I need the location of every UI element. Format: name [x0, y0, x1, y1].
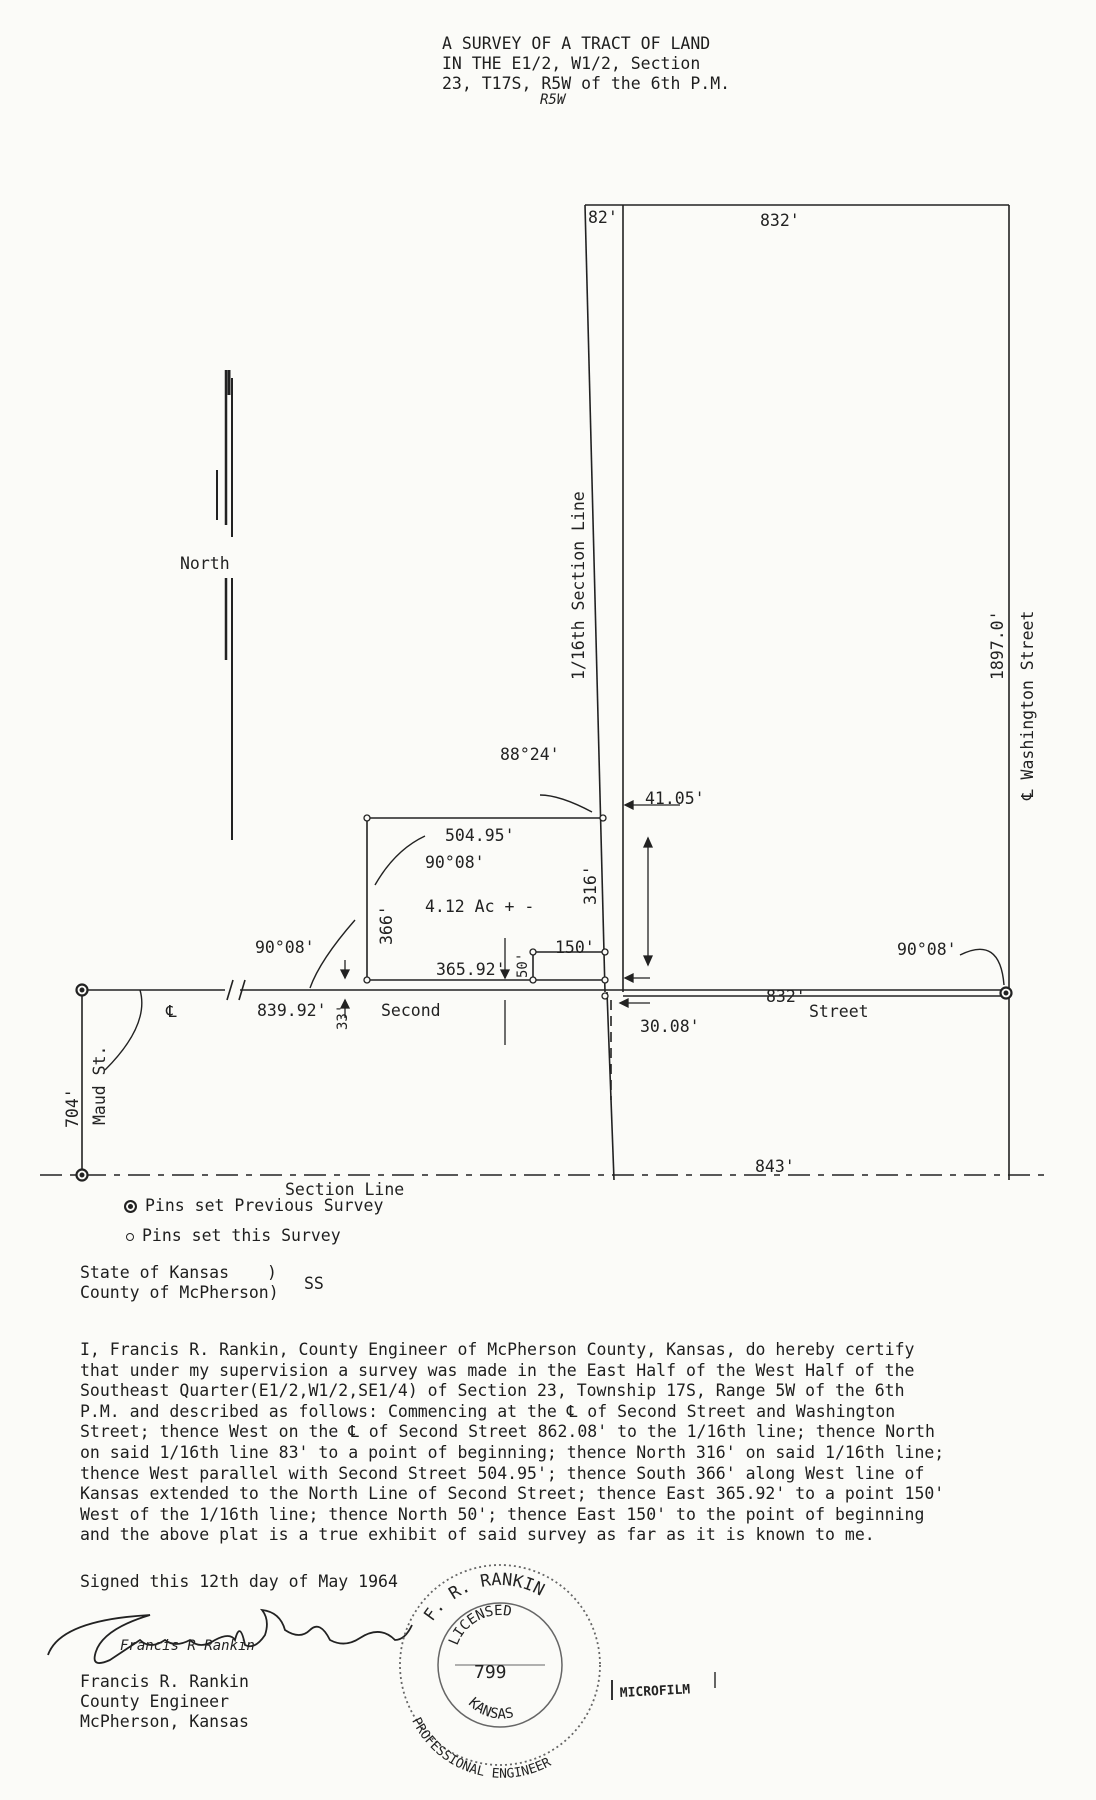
sixteenth-section-line [584, 204, 615, 1181]
dim-365-92: 365.92' [436, 960, 506, 979]
engineer-seal [399, 1564, 601, 1766]
angle-90-08-inner: 90°08' [425, 853, 485, 872]
maud-street-label: Maud St. [90, 1046, 109, 1125]
certificate-line: Street; thence West on the ℄ of Second S… [80, 1422, 935, 1442]
seal-profession: PROFESSIONAL ENGINEER [408, 1715, 553, 1782]
signatory-location: McPherson, Kansas [80, 1712, 249, 1731]
signed-date: Signed this 12th day of May 1964 [80, 1572, 398, 1591]
certificate-text: I, Francis R. Rankin, County Engineer of… [80, 1340, 1040, 1546]
angle-90-08-left: 90°08' [255, 938, 315, 957]
certificate-line: and the above plat is a true exhibit of … [80, 1525, 875, 1545]
microfilm-label: MICROFILM [619, 1682, 690, 1701]
dim-832-top: 832' [760, 211, 800, 230]
survey-pins [363, 814, 609, 1000]
dim-839-92: 839.92' [257, 1001, 327, 1020]
legend-this: Pins set this Survey [124, 1226, 341, 1245]
dim-316: 316' [581, 865, 600, 905]
certificate-line: Southeast Quarter(E1/2,W1/2,SE1/4) of Se… [80, 1381, 905, 1401]
angle-88-24: 88°24' [500, 745, 560, 764]
certificate-line: I, Francis R. Rankin, County Engineer of… [80, 1340, 915, 1359]
signature [47, 1608, 413, 1664]
seal-number: 799 [474, 1662, 507, 1683]
title-line-3: 23, T17S, R5W of the 6th P.M. [442, 74, 731, 93]
dim-50: 50' [515, 953, 531, 978]
certificate-line: thence West parallel with Second Street … [80, 1463, 925, 1483]
dim-843: 843' [755, 1157, 795, 1176]
dim-504-95: 504.95' [445, 826, 515, 845]
signature-text: Francis R Rankin [120, 1638, 255, 1654]
survey-title: A SURVEY OF A TRACT OF LAND IN THE E1/2,… [442, 34, 730, 94]
legend-previous: Pins set Previous Survey [124, 1196, 383, 1215]
dim-41-05: 41.05' [645, 789, 705, 808]
certificate-line: that under my supervision a survey was m… [80, 1360, 915, 1380]
seal-licensed: LICENSED [446, 1603, 513, 1648]
signatory-name: Francis R. Rankin [80, 1672, 249, 1691]
venue-ss: SS [304, 1274, 324, 1293]
second-street-lines [82, 979, 1009, 1001]
venue-paren: ) [267, 1263, 277, 1282]
title-line-2: IN THE E1/2, W1/2, Section [442, 54, 701, 73]
survey-tract [366, 817, 605, 981]
previous-survey-pins [75, 983, 1013, 1182]
handwritten-range-correction: R5W [540, 92, 567, 108]
eastern-tract-outline [585, 204, 1010, 1180]
washington-street-label: ℄ Washington Street [1018, 611, 1037, 801]
angle-arcs [104, 794, 1005, 1071]
north-label: North [180, 554, 230, 573]
north-arrow [216, 370, 233, 840]
certificate-line: on said 1/16th line 83' to a point of be… [80, 1442, 945, 1462]
certificate-line: Kansas extended to the North Line of Sec… [80, 1484, 945, 1504]
dimension-arrows [339, 799, 680, 1045]
second-street-label: Second [381, 1001, 441, 1020]
sixteenth-line-label: 1/16th Section Line [569, 491, 588, 680]
dim-366: 366' [377, 905, 396, 945]
title-line-1: A SURVEY OF A TRACT OF LAND [442, 34, 711, 53]
microfilm-stamp: MICROFILM [611, 1672, 716, 1701]
venue-block: State of Kansas) County of McPherson) [80, 1263, 279, 1303]
centerline-symbol: ℄ [165, 1002, 177, 1021]
area-label: 4.12 Ac + - [425, 897, 534, 916]
seal-state: KANSAS [465, 1695, 515, 1723]
dim-150: 150' [555, 938, 595, 957]
venue-county: County of McPherson) [80, 1283, 279, 1302]
signatory-title: County Engineer [80, 1692, 230, 1711]
section-line-label: Section Line [285, 1180, 404, 1199]
pin-this-icon [126, 1232, 134, 1241]
dim-82: 82' [588, 208, 618, 227]
dim-832-street: 832' [766, 987, 806, 1006]
certificate-line: P.M. and described as follows: Commencin… [80, 1401, 896, 1421]
street-label: Street [809, 1002, 869, 1021]
dim-33: 33' [335, 1005, 351, 1030]
venue-state: State of Kansas [80, 1263, 230, 1282]
certificate-line: West of the 1/16th line; thence North 50… [80, 1504, 925, 1524]
dim-1897: 1897.0' [988, 610, 1007, 680]
pin-previous-icon [124, 1200, 137, 1213]
angle-90-08-right: 90°08' [897, 940, 957, 959]
dim-30-08: 30.08' [640, 1017, 700, 1036]
dim-704: 704' [63, 1088, 82, 1128]
signatory-block: Francis R. Rankin County Engineer McPher… [80, 1672, 249, 1732]
